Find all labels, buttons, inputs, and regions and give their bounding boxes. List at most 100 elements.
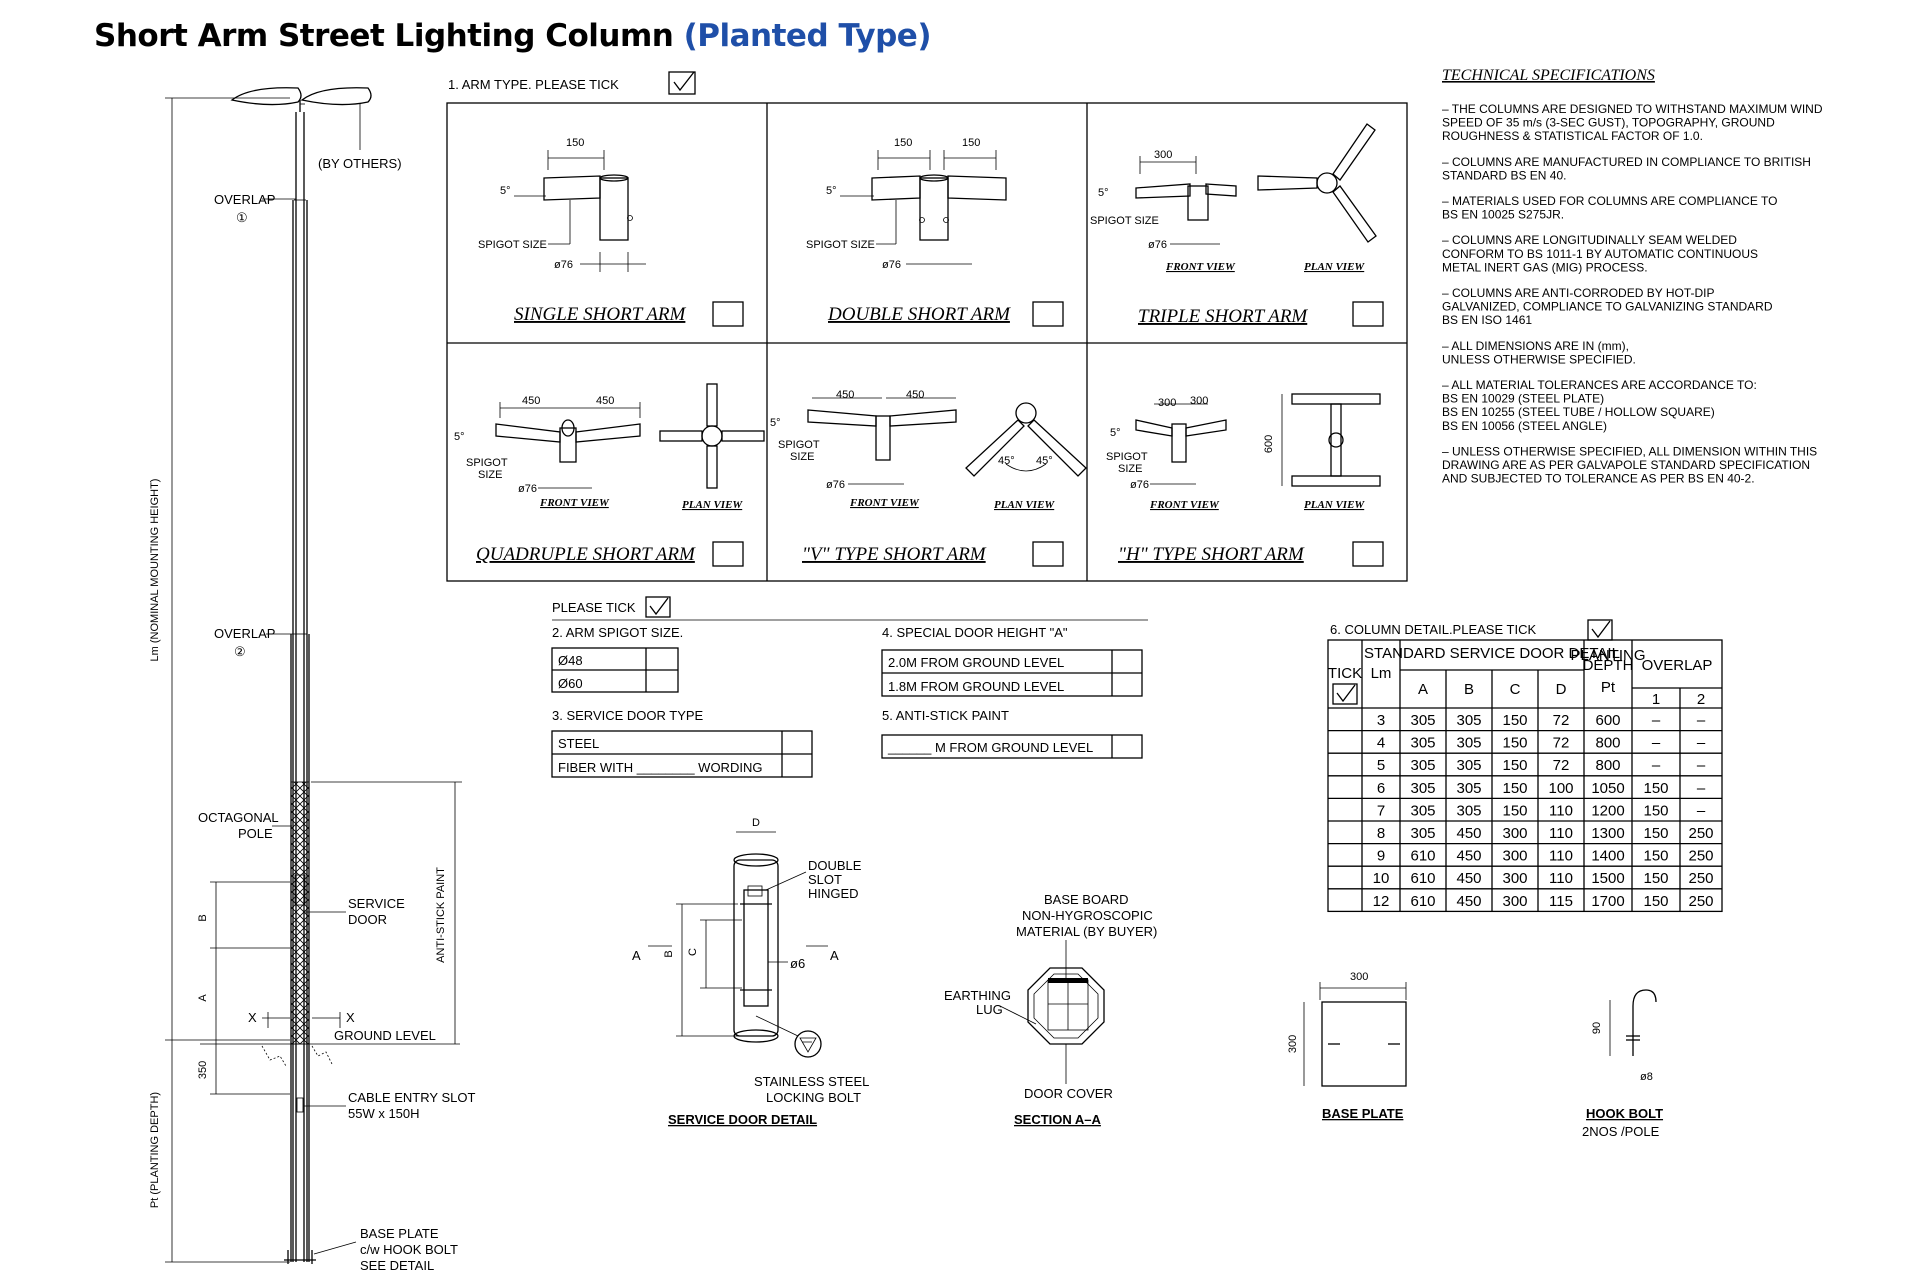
tick-box-quadruple[interactable] bbox=[712, 541, 744, 567]
table-cell: 1050 bbox=[1591, 780, 1624, 797]
table-cell: 450 bbox=[1456, 870, 1481, 887]
earthing-2: LUG bbox=[976, 1002, 1003, 1017]
lm-label: Lm (NOMINAL MOUNTING HEIGHT) bbox=[149, 479, 161, 662]
hook-bolt-h: 90 bbox=[1591, 1022, 1603, 1034]
spec-line: – THE COLUMNS ARE DESIGNED TO WITHSTAND … bbox=[1442, 102, 1823, 116]
header-col-A: A bbox=[1418, 681, 1428, 698]
table-cell: 305 bbox=[1410, 780, 1435, 797]
spec-line: BS EN 10255 (STEEL TUBE / HOLLOW SQUARE) bbox=[1442, 405, 1715, 419]
tick-box-triple[interactable] bbox=[1352, 301, 1384, 327]
deg-5: 5° bbox=[1098, 187, 1109, 199]
table-cell: 150 bbox=[1643, 780, 1668, 797]
double-slot-2: SLOT bbox=[808, 872, 842, 887]
row-tick-cell[interactable] bbox=[1330, 846, 1360, 865]
table-cell: – bbox=[1697, 802, 1706, 819]
table-cell: 450 bbox=[1456, 848, 1481, 865]
spec-line: – ALL DIMENSIONS ARE IN (mm), bbox=[1442, 339, 1629, 353]
row-tick-cell[interactable] bbox=[1330, 891, 1360, 910]
tick-box-single[interactable] bbox=[712, 301, 744, 327]
overlap1-label: OVERLAP bbox=[214, 192, 275, 207]
spec-line: – UNLESS OTHERWISE SPECIFIED, ALL DIMENS… bbox=[1442, 444, 1817, 458]
service-door-label-2: DOOR bbox=[348, 912, 387, 927]
tick-box-v[interactable] bbox=[1032, 541, 1064, 567]
spigot-60-tick[interactable] bbox=[648, 672, 676, 690]
header-std-door: STANDARD SERVICE DOOR DETAIL bbox=[1364, 645, 1620, 662]
base-plate-label-1: BASE PLATE bbox=[360, 1226, 439, 1241]
hook-bolt-title: HOOK BOLT bbox=[1586, 1106, 1663, 1121]
row-tick-cell[interactable] bbox=[1330, 823, 1360, 842]
anti-stick-tick[interactable] bbox=[1114, 737, 1140, 756]
tick-box-h[interactable] bbox=[1352, 541, 1384, 567]
spigot-48-tick[interactable] bbox=[648, 650, 676, 668]
table-cell: 115 bbox=[1549, 893, 1573, 910]
row-tick-cell[interactable] bbox=[1330, 778, 1360, 797]
table-cell: 305 bbox=[1410, 735, 1435, 752]
table-cell: – bbox=[1697, 757, 1706, 774]
arm-label-double: DOUBLE SHORT ARM bbox=[827, 304, 1011, 325]
options-section: PLEASE TICK 2. ARM SPIGOT SIZE. Ø48 Ø60 … bbox=[551, 596, 1148, 778]
table-cell: 1700 bbox=[1591, 893, 1624, 910]
spec-line: GALVANIZED, COMPLIANCE TO GALVANIZING ST… bbox=[1442, 300, 1773, 314]
size-label: SIZE bbox=[1118, 463, 1142, 475]
table-cell: 7 bbox=[1377, 802, 1385, 819]
spec-line: BS EN 10025 S275JR. bbox=[1442, 208, 1564, 222]
section-x-left: X bbox=[248, 1010, 257, 1025]
arm-cell-h-type: 300 300 5° SPIGOT SIZE ø76 FRONT VIEW 60… bbox=[1106, 393, 1384, 567]
dim-300-left: 300 bbox=[1158, 397, 1176, 409]
door-type-heading: 3. SERVICE DOOR TYPE bbox=[552, 708, 704, 723]
table-cell: 110 bbox=[1549, 870, 1573, 887]
row-tick-cell[interactable] bbox=[1330, 710, 1360, 729]
bolt-label-1: STAINLESS STEEL bbox=[754, 1074, 869, 1089]
dim-450-right: 450 bbox=[596, 395, 614, 407]
arm-label-h: "H" TYPE SHORT ARM bbox=[1118, 544, 1305, 565]
door-height-2m-tick[interactable] bbox=[1114, 652, 1140, 671]
phi76: ø76 bbox=[1130, 479, 1149, 491]
spec-line: BS EN ISO 1461 bbox=[1442, 313, 1532, 327]
tick-box-double[interactable] bbox=[1032, 301, 1064, 327]
phi76: ø76 bbox=[554, 259, 573, 271]
dim-150: 150 bbox=[566, 137, 584, 149]
dim-b: B bbox=[197, 914, 209, 921]
table-cell: 600 bbox=[1595, 712, 1620, 729]
dim-350: 350 bbox=[197, 1061, 209, 1079]
dim-b-door: B bbox=[663, 950, 675, 957]
phi76: ø76 bbox=[826, 479, 845, 491]
door-fiber-tick[interactable] bbox=[784, 756, 810, 775]
door-steel-tick[interactable] bbox=[784, 733, 810, 752]
hook-bolt-sub: 2NOS /POLE bbox=[1582, 1124, 1660, 1139]
overlap2-number: ② bbox=[234, 644, 246, 659]
table-cell: 305 bbox=[1410, 712, 1435, 729]
base-plate-w: 300 bbox=[1350, 971, 1368, 983]
row-tick-cell[interactable] bbox=[1330, 800, 1360, 819]
row-tick-cell[interactable] bbox=[1330, 733, 1360, 752]
deg-5: 5° bbox=[770, 417, 781, 429]
table-cell: 250 bbox=[1688, 893, 1713, 910]
table-cell: 150 bbox=[1502, 735, 1527, 752]
section-a-left: A bbox=[632, 948, 641, 963]
dim-450-right: 450 bbox=[906, 389, 924, 401]
row-tick-cell[interactable] bbox=[1330, 868, 1360, 887]
phi6: ø6 bbox=[790, 956, 805, 971]
header-col-B: B bbox=[1464, 681, 1474, 698]
double-slot-1: DOUBLE bbox=[808, 858, 862, 873]
hook-bolt-detail: 90 ø8 HOOK BOLT 2NOS /POLE bbox=[1582, 989, 1663, 1139]
base-board-3: MATERIAL (BY BUYER) bbox=[1016, 924, 1157, 939]
table-cell: 305 bbox=[1456, 735, 1481, 752]
dim-150-left: 150 bbox=[894, 137, 912, 149]
table-cell: 305 bbox=[1410, 757, 1435, 774]
dim-c-door: C bbox=[687, 948, 699, 956]
page-title: Short Arm Street Lighting Column (Plante… bbox=[94, 18, 932, 54]
table-cell: 12 bbox=[1373, 893, 1390, 910]
table-cell: 300 bbox=[1502, 870, 1527, 887]
header-col-D: D bbox=[1556, 681, 1567, 698]
table-cell: 6 bbox=[1377, 780, 1385, 797]
row-tick-cell[interactable] bbox=[1330, 755, 1360, 774]
base-plate-label-3: SEE DETAIL bbox=[360, 1258, 434, 1273]
table-cell: 150 bbox=[1502, 757, 1527, 774]
door-height-1-8m-tick[interactable] bbox=[1114, 675, 1140, 694]
spec-line: – COLUMNS ARE LONGITUDINALLY SEAM WELDED bbox=[1442, 233, 1737, 247]
table-cell: 305 bbox=[1410, 802, 1435, 819]
table-cell: 250 bbox=[1688, 825, 1713, 842]
header-depth: DEPTH bbox=[1583, 657, 1634, 674]
